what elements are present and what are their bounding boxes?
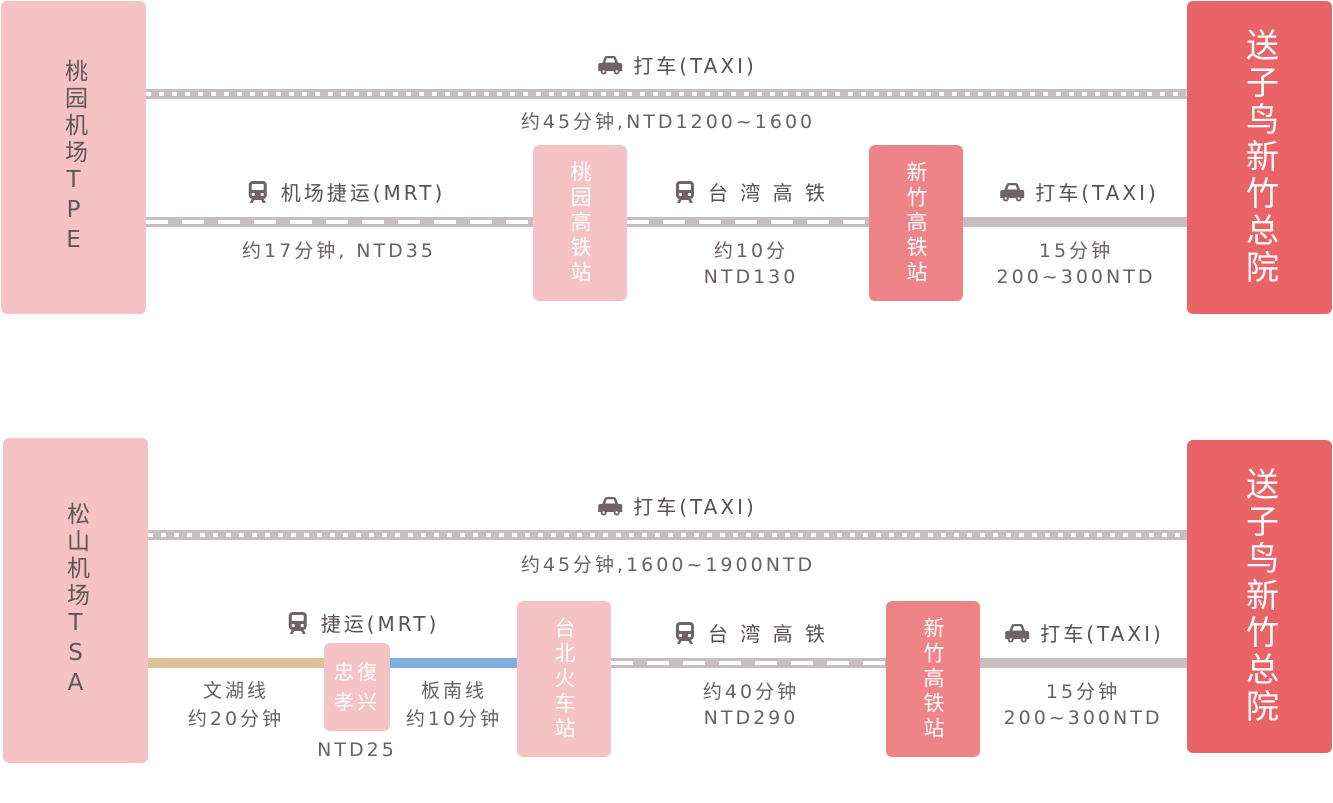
taxi-heading: 打车(TAXI) (597, 50, 757, 79)
taxi2-fare: 200~300NTD (1003, 707, 1163, 729)
hsr-detail: 约10分 NTD130 (704, 238, 799, 290)
transfer-station-zhongxiao-fuxing: 忠復 孝兴 (324, 643, 390, 731)
taxi-heading: 打车(TAXI) (597, 491, 757, 520)
taxi-label: 打车(TAXI) (633, 54, 757, 78)
train-icon (245, 180, 271, 204)
station-taoyuan-hsr: 桃园高铁站 (533, 145, 627, 301)
taxi2-time: 15分钟 (1038, 240, 1114, 262)
taxi2-heading: 打车(TAXI) (1004, 618, 1164, 647)
origin-label: 松山机场TSA (62, 501, 89, 700)
hsr-heading: 台 湾 高 铁 (672, 618, 828, 647)
hsr-time: 约10分 (713, 240, 789, 262)
mrt-heading: 捷运(MRT) (285, 608, 440, 637)
taxi-detail: 约45分钟,1600~1900NTD (520, 554, 816, 576)
origin-label: 桃园机场TPE (60, 58, 87, 257)
mrt-heading: 机场捷运(MRT) (245, 177, 446, 206)
mrt-label: 捷运(MRT) (320, 612, 440, 636)
taxi-label: 打车(TAXI) (633, 495, 757, 519)
transfer-fare: NTD25 (317, 739, 397, 761)
car-icon (999, 180, 1025, 204)
destination-hsinchu-2: 送子鸟新竹总院 (1187, 440, 1332, 753)
station-label: 台北火车站 (552, 616, 576, 742)
transfer-line2: 孝兴 (334, 690, 380, 714)
mrt-detail: 约17分钟, NTD35 (242, 240, 436, 262)
bannan-name: 板南线 (420, 680, 487, 702)
mrt-track (146, 217, 533, 227)
station-hsinchu-hsr: 新竹高铁站 (886, 601, 980, 757)
hsr-detail: 约40分钟 NTD290 (703, 679, 799, 731)
wenhu-detail: 文湖线 约20分钟 (188, 677, 284, 733)
hsr-fare: NTD290 (703, 707, 799, 729)
hsr-time: 约40分钟 (702, 681, 800, 703)
mrt-label: 机场捷运(MRT) (280, 181, 446, 205)
car-icon (597, 494, 623, 518)
bannan-time: 约10分钟 (405, 708, 503, 730)
taxi2-detail: 15分钟 200~300NTD (997, 238, 1156, 290)
wenhu-time: 约20分钟 (187, 708, 285, 730)
station-label: 桃园高铁站 (568, 160, 592, 286)
taxi2-fare: 200~300NTD (996, 266, 1156, 288)
train-icon (285, 611, 311, 635)
destination-hsinchu-1: 送子鸟新竹总院 (1187, 1, 1332, 314)
car-icon (1004, 621, 1030, 645)
station-taipei-main: 台北火车站 (517, 601, 611, 757)
taxi2-label: 打车(TAXI) (1040, 622, 1164, 646)
destination-label: 送子鸟新竹总院 (1240, 28, 1280, 287)
taxi2-label: 打车(TAXI) (1035, 181, 1159, 205)
hsr-heading: 台 湾 高 铁 (672, 177, 828, 206)
hsr-label: 台 湾 高 铁 (707, 622, 829, 646)
taxi2-detail: 15分钟 200~300NTD (1004, 679, 1163, 731)
taxi2-time: 15分钟 (1045, 681, 1121, 703)
taxi-route-track (146, 89, 1187, 99)
wenhu-name: 文湖线 (202, 680, 269, 702)
hsr-label: 台 湾 高 铁 (707, 181, 829, 205)
station-hsinchu-hsr: 新竹高铁站 (869, 145, 963, 301)
bannan-line-track (390, 658, 517, 668)
car-icon (597, 53, 623, 77)
train-icon (672, 621, 698, 645)
train-icon (672, 180, 698, 204)
hsr-track (627, 217, 869, 227)
taxi2-track (963, 217, 1187, 227)
origin-tpe: 桃园机场TPE (1, 1, 146, 314)
hsr-fare: NTD130 (703, 266, 799, 288)
bannan-detail: 板南线 约10分钟 (406, 677, 502, 733)
taxi2-track (980, 658, 1187, 668)
transfer-line1: 忠復 (334, 660, 380, 684)
taxi2-heading: 打车(TAXI) (999, 177, 1159, 206)
taxi-route-track (148, 530, 1187, 540)
hsr-track (611, 658, 886, 668)
taxi-detail: 约45分钟,NTD1200~1600 (520, 111, 816, 133)
destination-label: 送子鸟新竹总院 (1240, 467, 1280, 726)
origin-tsa: 松山机场TSA (3, 438, 148, 763)
station-label: 新竹高铁站 (921, 616, 945, 742)
station-label: 新竹高铁站 (904, 160, 928, 286)
wenhu-line-track (148, 658, 324, 668)
